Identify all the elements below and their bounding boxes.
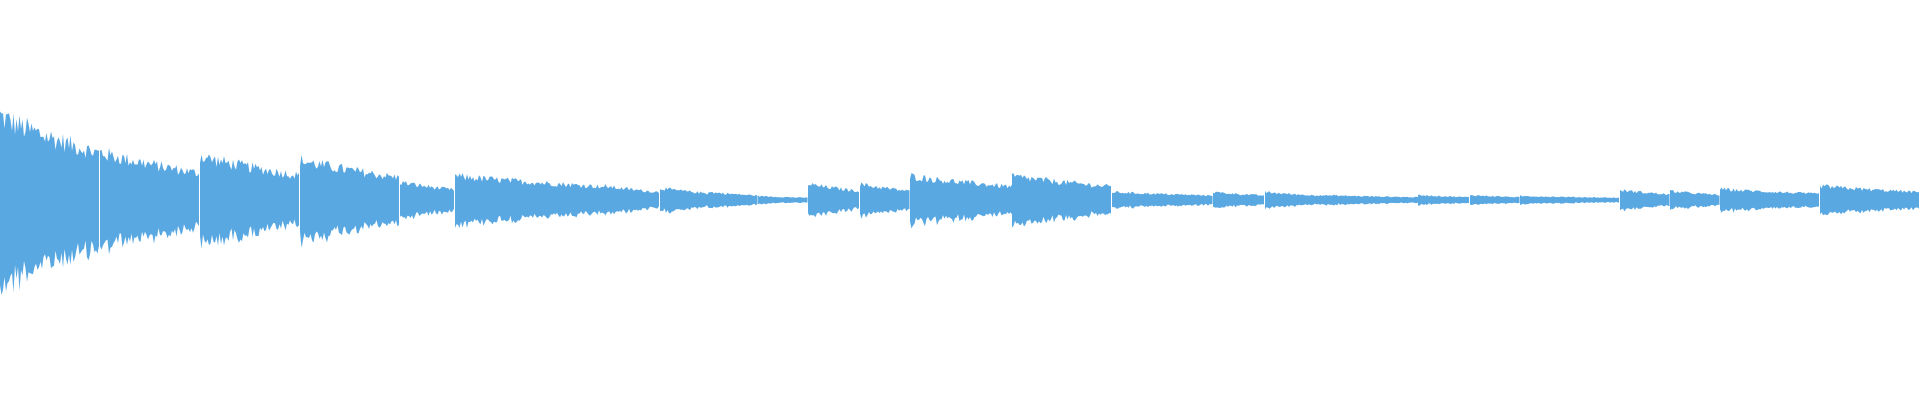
waveform-segment [660,187,708,214]
waveform-segment [1012,173,1111,228]
waveform-segment [1520,195,1619,205]
waveform-segment [1112,191,1213,209]
waveform-segment [808,183,859,218]
waveform-segment [200,154,299,249]
waveform-segment [1213,191,1264,209]
waveform-segment [910,173,1012,229]
waveform-segment [1470,195,1520,206]
waveform-segment [758,195,808,205]
waveform-segment [1620,189,1670,212]
waveform-segment [400,181,454,220]
waveform-segment [605,183,659,216]
waveform-segment [1316,194,1418,206]
waveform-segment [0,111,99,296]
waveform-segment [1265,190,1316,210]
waveform-segment [708,191,758,209]
waveform-segment [1820,184,1919,216]
waveform-segment [100,147,199,255]
waveform-segment [1670,190,1720,211]
waveform-segment [860,182,910,219]
waveform-segment [1418,194,1469,206]
waveform-segment [1720,187,1819,213]
waveform-segment [455,173,605,228]
waveform-segment [300,154,399,248]
